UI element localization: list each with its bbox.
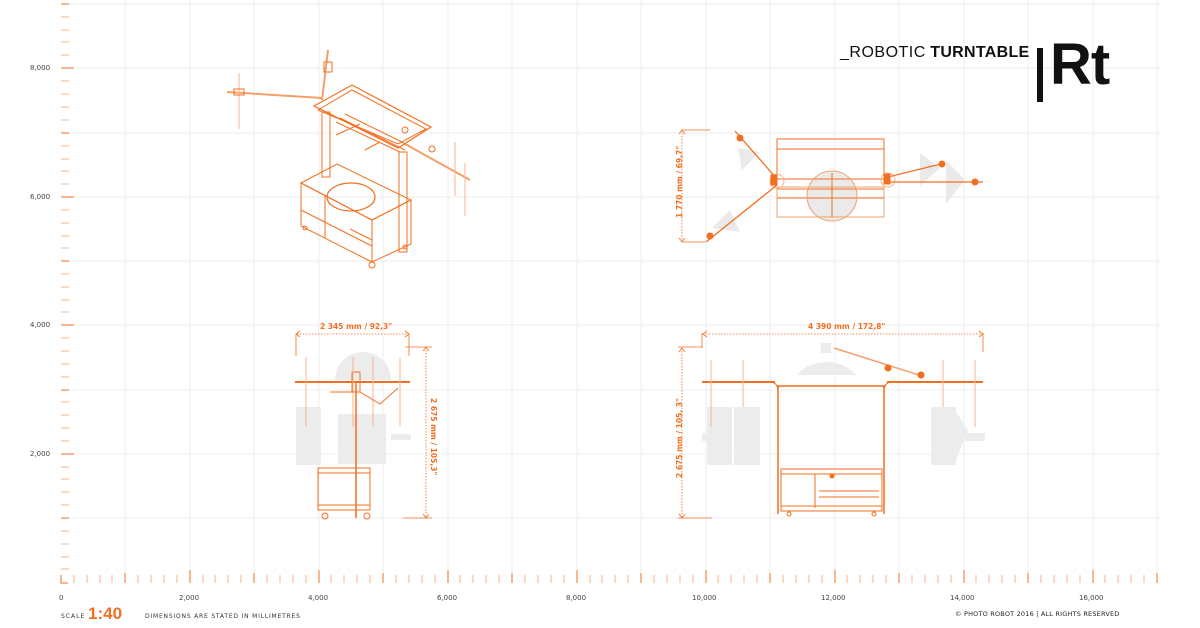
title-bold: TURNTABLE bbox=[930, 44, 1030, 61]
side-view-height-dimension: 2 675 mm / 105,3" bbox=[429, 398, 438, 476]
scale-label: SCALE bbox=[61, 613, 86, 620]
brand-logo: Rt bbox=[1050, 32, 1110, 97]
x-tick-label: 2,000 bbox=[179, 594, 200, 602]
x-tick-label: 12,000 bbox=[821, 594, 846, 602]
grid bbox=[61, 0, 1160, 583]
top-view bbox=[678, 129, 983, 243]
page-title: _ROBOTIC TURNTABLE bbox=[840, 44, 1030, 62]
y-tick-label: 8,000 bbox=[30, 64, 51, 72]
x-tick-label: 0 bbox=[59, 594, 64, 602]
x-tick-label: 4,000 bbox=[308, 594, 329, 602]
x-tick-label: 16,000 bbox=[1079, 594, 1104, 602]
x-tick-label: 6,000 bbox=[437, 594, 458, 602]
x-axis-ruler bbox=[60, 570, 1158, 584]
front-view bbox=[678, 330, 985, 519]
side-view bbox=[295, 330, 432, 520]
y-tick-label: 2,000 bbox=[30, 450, 51, 458]
copyright-notice: © PHOTO ROBOT 2016 | ALL RIGHTS RESERVED bbox=[955, 610, 1120, 618]
y-tick-label: 6,000 bbox=[30, 193, 51, 201]
x-tick-label: 8,000 bbox=[566, 594, 587, 602]
top-view-depth-dimension: 1 770 mm / 69,7" bbox=[675, 145, 684, 218]
dimensions-note: DIMENSIONS ARE STATED IN MILLIMETRES bbox=[145, 613, 301, 620]
logo-bar bbox=[1037, 48, 1043, 102]
scale-value: 1:40 bbox=[88, 604, 123, 623]
side-view-width-dimension: 2 345 mm / 92,3" bbox=[320, 322, 393, 331]
front-view-height-dimension: 2 675 mm / 105, 3" bbox=[675, 398, 684, 478]
isometric-view bbox=[226, 49, 471, 269]
x-tick-label: 10,000 bbox=[692, 594, 717, 602]
x-tick-label: 14,000 bbox=[950, 594, 975, 602]
y-tick-label: 4,000 bbox=[30, 321, 51, 329]
y-axis-ruler bbox=[61, 3, 74, 570]
title-prefix: _ROBOTIC bbox=[840, 44, 926, 61]
front-view-width-dimension: 4 390 mm / 172,8" bbox=[808, 322, 886, 331]
